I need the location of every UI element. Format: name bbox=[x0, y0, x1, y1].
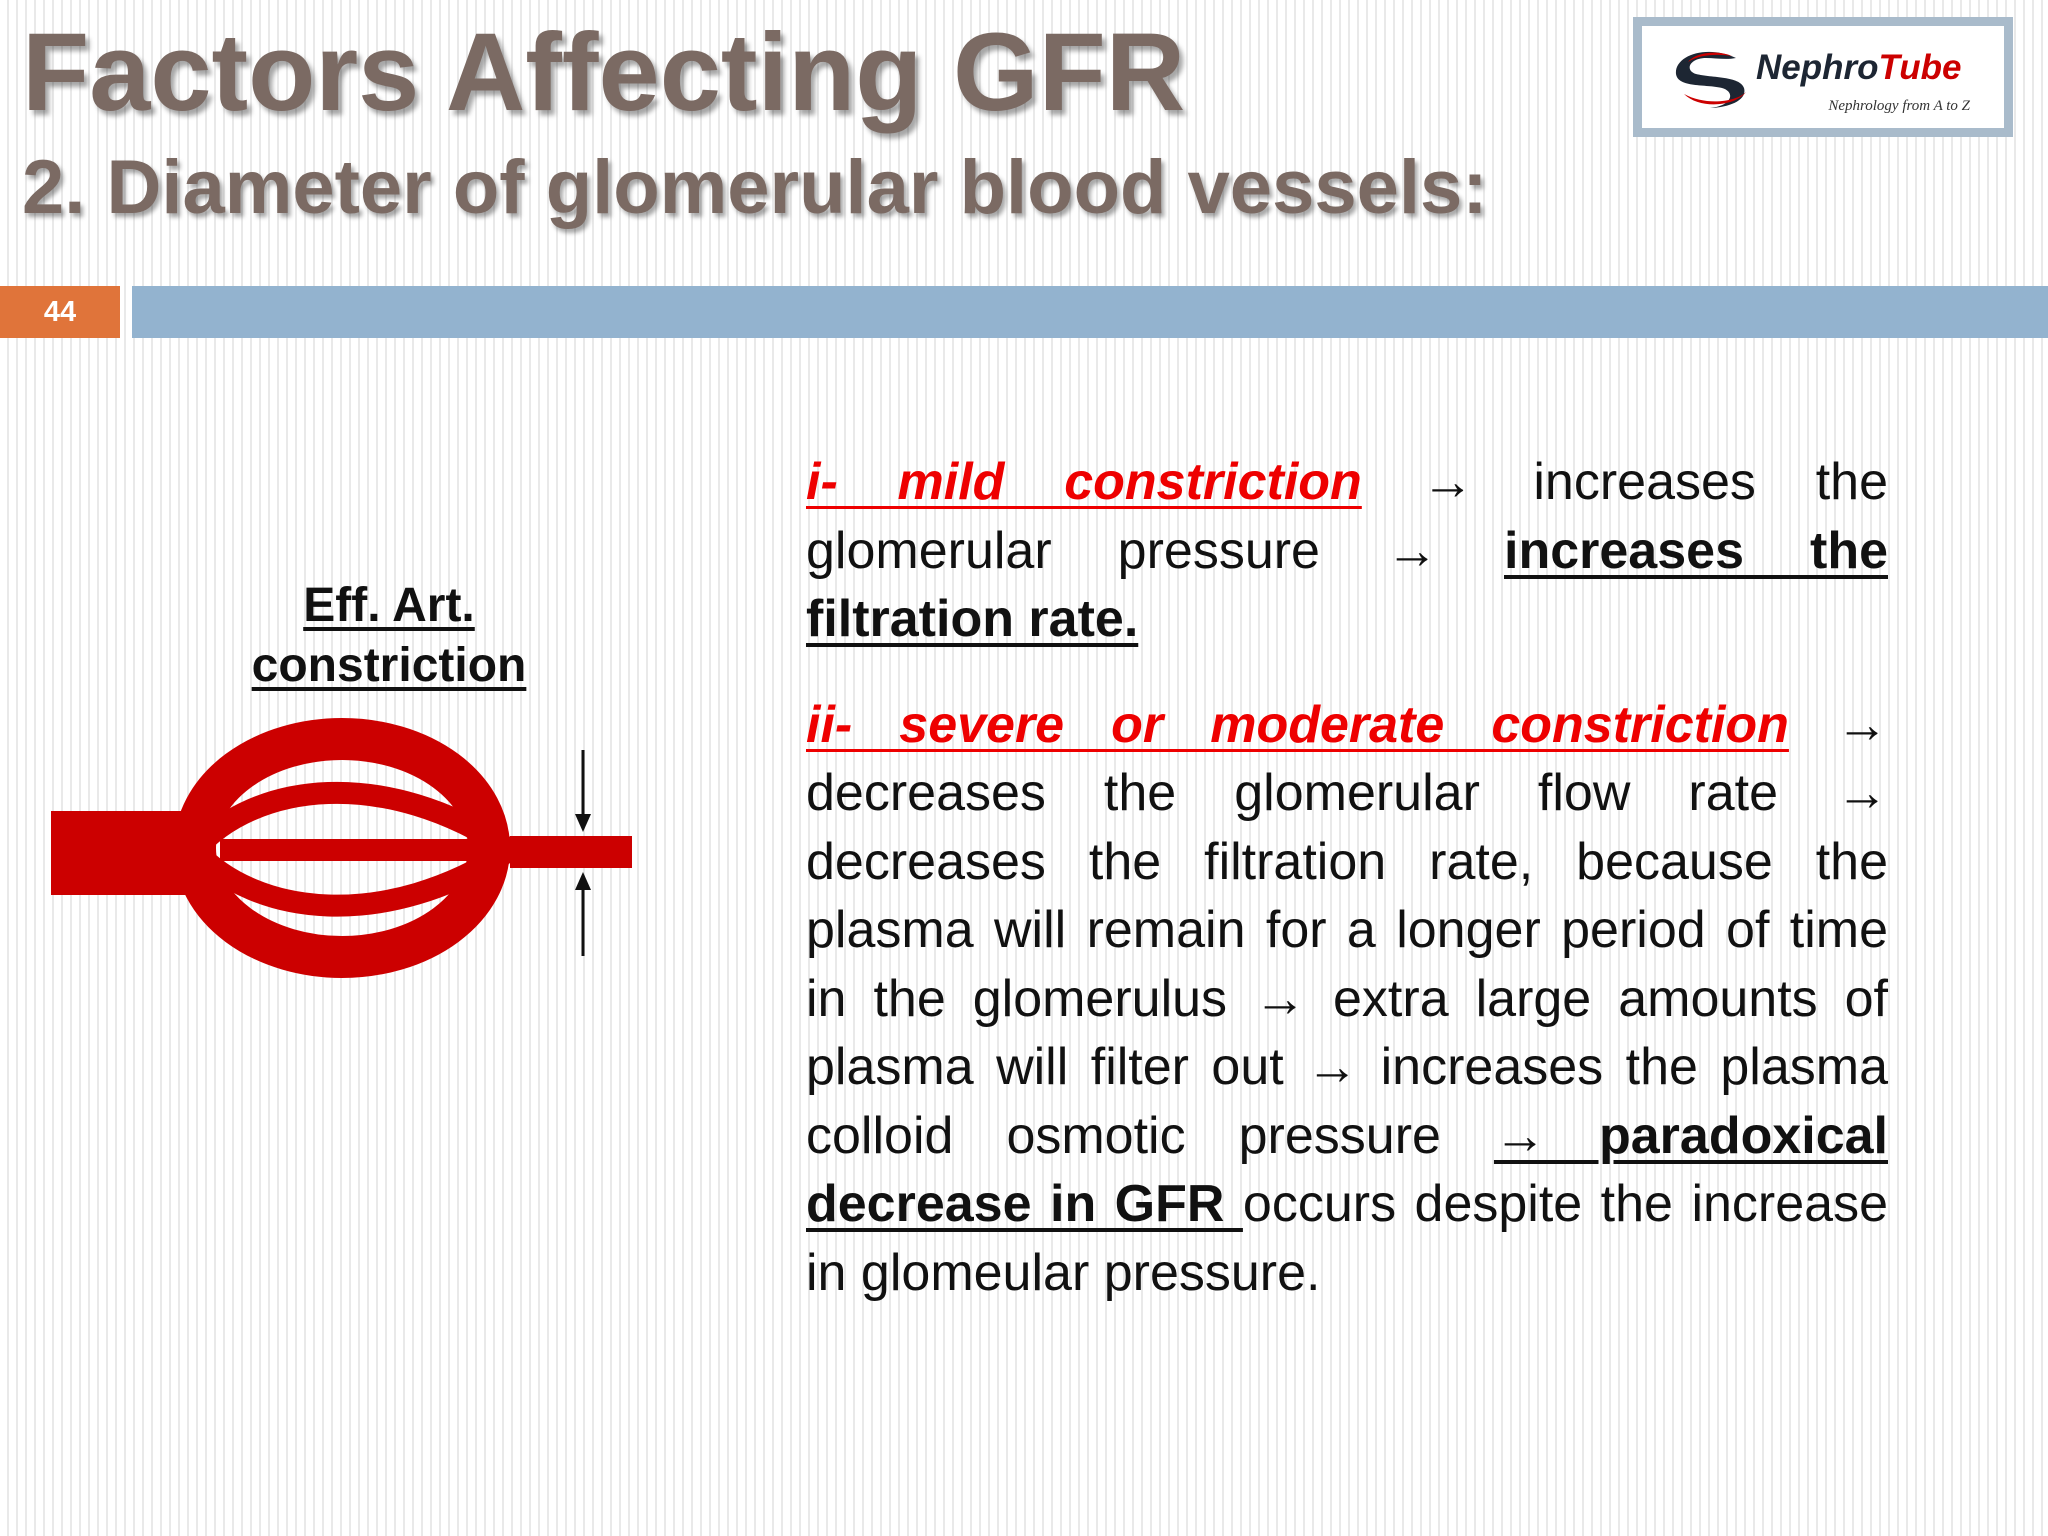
slide-subtitle: 2. Diameter of glomerular blood vessels: bbox=[22, 145, 1488, 230]
down-arrow-icon bbox=[575, 750, 591, 832]
glomerulus-diagram bbox=[51, 718, 632, 978]
logo-name-part1: Nephro bbox=[1756, 48, 1879, 87]
nephrotube-logo: NephroTube Nephrology from A to Z bbox=[1633, 17, 2013, 137]
logo-panel: NephroTube Nephrology from A to Z bbox=[1642, 26, 2004, 128]
diagram-label-line2: constriction bbox=[251, 639, 527, 692]
severe-constriction-heading: ii- severe or moderate constriction bbox=[806, 695, 1789, 754]
glomerulus-capillary-bar bbox=[220, 839, 520, 861]
logo-name-part2: Tube bbox=[1878, 48, 1962, 87]
logo-tagline: Nephrology from A to Z bbox=[1828, 98, 1970, 114]
diagram-label: Eff. Art. constriction bbox=[224, 576, 554, 696]
severe-constriction-text: → decreases the glomerular flow rate → d… bbox=[806, 695, 1888, 1165]
explanation-text: i- mild constriction → increases the glo… bbox=[806, 448, 1888, 1307]
slide-title: Factors Affecting GFR bbox=[22, 11, 1186, 134]
paragraph-severe-constriction: ii- severe or moderate constriction → de… bbox=[806, 691, 1888, 1308]
logo-swoosh-icon bbox=[1675, 51, 1746, 108]
glomerulus-inner-loop-lower bbox=[186, 840, 517, 917]
diagram-label-line1: Eff. Art. bbox=[303, 579, 475, 632]
glomerulus-inner-loop-upper bbox=[186, 781, 517, 860]
header-bar bbox=[132, 286, 2048, 338]
mild-constriction-result: increases the filtration rate. bbox=[806, 521, 1888, 649]
efferent-arteriole bbox=[510, 836, 632, 868]
mild-constriction-text: → increases the glomerular pressure → bbox=[806, 453, 1888, 580]
paragraph-mild-constriction: i- mild constriction → increases the glo… bbox=[806, 448, 1888, 654]
severe-constriction-conclusion: occurs despite the increase in glomeular… bbox=[806, 1175, 1888, 1302]
slide-number: 44 bbox=[0, 286, 120, 338]
mild-constriction-heading: i- mild constriction bbox=[806, 453, 1362, 511]
logo-name: NephroTube bbox=[1756, 48, 1961, 88]
paradoxical-decrease-text: → paradoxical decrease in GFR bbox=[806, 1106, 1888, 1234]
up-arrow-icon bbox=[575, 872, 591, 956]
